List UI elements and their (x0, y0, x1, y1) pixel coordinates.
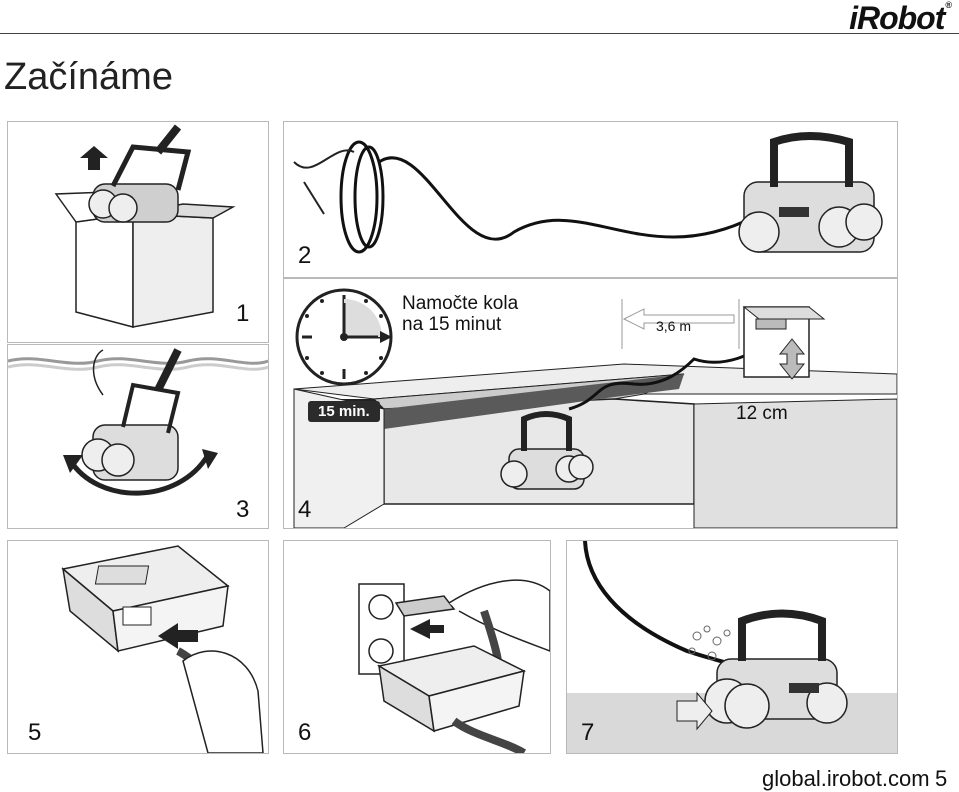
submerge-illustration (8, 348, 268, 496)
outlet-illustration (358, 579, 550, 753)
step-number: 1 (236, 300, 250, 327)
timer-label: 15 min. (308, 401, 380, 422)
page-title: Začínáme (4, 56, 173, 98)
height-label: 12 cm (736, 403, 788, 424)
step-6-panel: 6 (283, 540, 551, 754)
step-number: 4 (298, 496, 312, 523)
cable-length-label: 3,6 m (656, 318, 692, 334)
soak-caption: Namočte kola na 15 minut (402, 293, 518, 335)
step-number: 2 (298, 242, 312, 269)
underwater-robot-illustration (567, 541, 897, 753)
caption-line: Namočte kola (402, 293, 519, 314)
step-number: 6 (298, 719, 312, 746)
step-5-panel: 5 (7, 540, 269, 754)
step-2-panel: 2 (283, 121, 898, 278)
step-number: 7 (581, 719, 595, 746)
header-rule (0, 33, 959, 34)
box-illustration (54, 124, 236, 328)
step-3-panel: 3 (7, 344, 269, 529)
page-number: 5 (935, 766, 948, 791)
step-number: 3 (236, 496, 250, 523)
footer-url[interactable]: global.irobot.com (762, 766, 930, 791)
step-4-panel: Namočte kola na 15 minut 15 min. 3,6 m 1… (283, 278, 898, 529)
step-7-panel: 7 (566, 540, 898, 754)
power-supply-illustration (61, 545, 264, 753)
pool-illustration (293, 288, 897, 528)
step-number: 5 (28, 719, 42, 746)
cable-illustration (293, 132, 883, 254)
step-1-panel: 1 (7, 121, 269, 343)
brand-logo: iRobot® (849, 0, 952, 36)
caption-line: na 15 minut (402, 314, 502, 335)
